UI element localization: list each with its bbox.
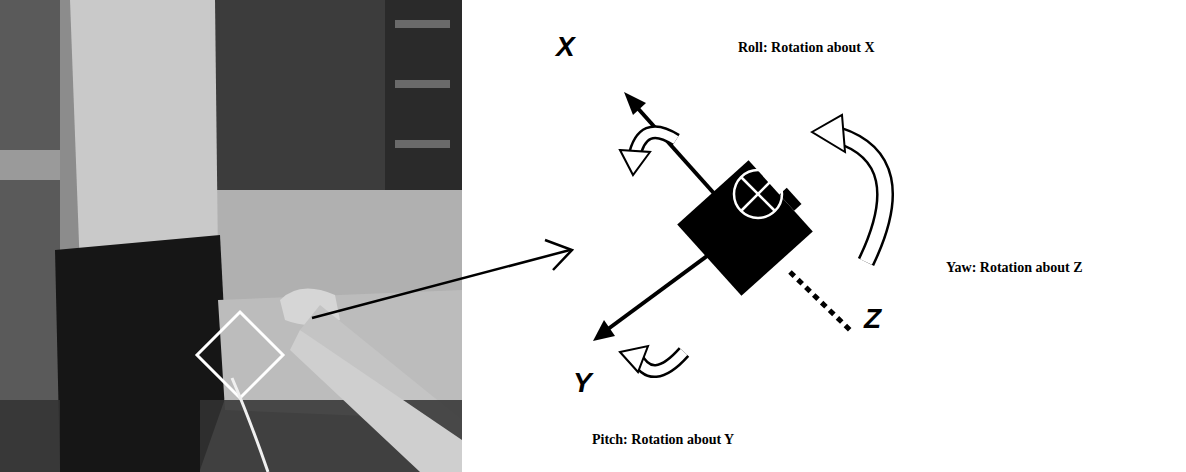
pointer-arrow <box>312 240 572 318</box>
axis-label: Z <box>864 302 881 336</box>
axis-lines <box>593 92 850 341</box>
rotation-note: Pitch: Rotation about Y <box>592 432 734 449</box>
roll-arrow <box>620 132 676 175</box>
yaw-arrow <box>812 115 885 262</box>
axis-label: Y <box>573 366 592 400</box>
photo <box>0 0 462 472</box>
rotation-note: Roll: Rotation about X <box>738 40 875 57</box>
pitch-arrow <box>620 346 684 372</box>
rotation-note: Yaw: Rotation about Z <box>946 260 1083 277</box>
sensor-block <box>677 154 820 296</box>
axis-label: X <box>556 30 575 64</box>
